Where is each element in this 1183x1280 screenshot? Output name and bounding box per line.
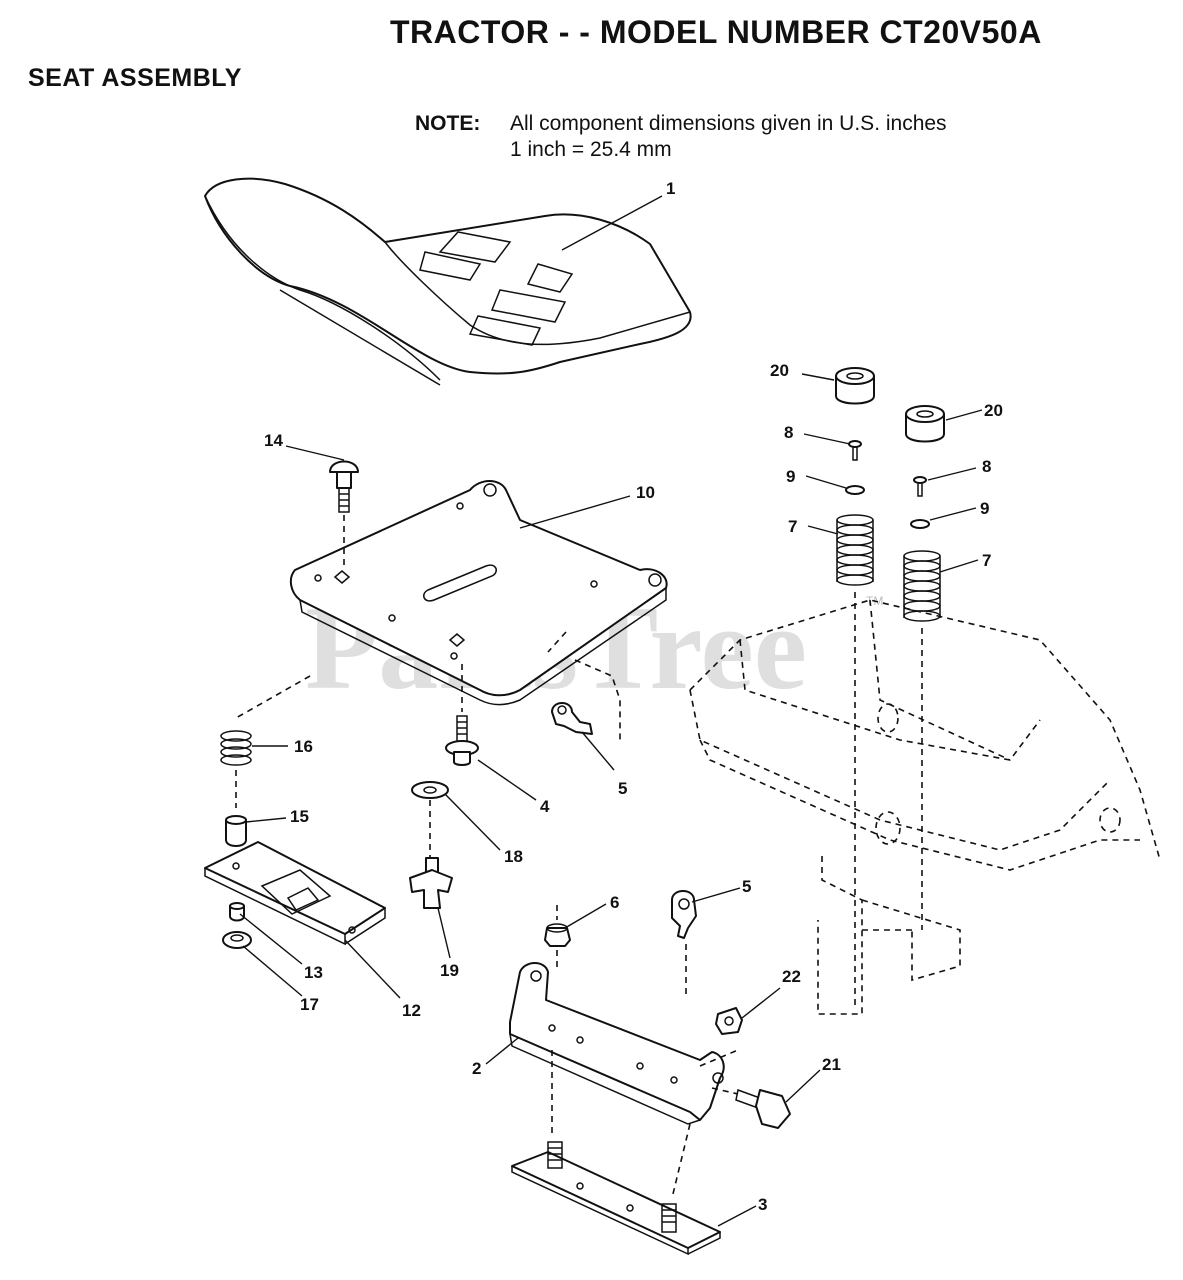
spacer-and-nut: [222, 902, 252, 949]
callout-17: 17: [300, 995, 319, 1014]
callout-9-left: 9: [786, 467, 795, 486]
callout-20-right: 20: [984, 401, 1003, 420]
callout-5-lower: 5: [742, 877, 751, 896]
spring-right: [903, 550, 941, 930]
washer-18: [411, 781, 449, 860]
callout-7-left: 7: [788, 517, 797, 536]
callout-5-upper: 5: [618, 779, 627, 798]
callout-22: 22: [782, 967, 801, 986]
leader-lines: [239, 195, 983, 1227]
section-title: SEAT ASSEMBLY: [28, 64, 242, 92]
slide-plate: [204, 841, 386, 946]
callout-1: 1: [666, 179, 675, 198]
tractor-frame-phantom: [689, 599, 1161, 1015]
knob: [409, 857, 453, 909]
callout-14: 14: [264, 431, 283, 450]
note-label: NOTE:: [415, 112, 481, 135]
callout-6: 6: [610, 893, 619, 912]
callout-2: 2: [472, 1059, 481, 1078]
page-title: TRACTOR - - MODEL NUMBER CT20V50A: [390, 14, 1042, 50]
callout-3: 3: [758, 1195, 767, 1214]
bottom-plate: [511, 1141, 721, 1256]
bolt-21: [711, 1087, 791, 1129]
callout-4: 4: [540, 797, 550, 816]
carriage-bolt: [329, 460, 359, 568]
seat-bracket: [509, 962, 739, 1199]
spacer-20-right: [905, 405, 945, 443]
note-line-2: 1 inch = 25.4 mm: [510, 138, 672, 161]
callout-8-right: 8: [982, 457, 991, 476]
pin-left: [845, 440, 865, 495]
callout-10: 10: [636, 483, 655, 502]
callout-15: 15: [290, 807, 309, 826]
spring-small: [220, 675, 311, 808]
pin-right: [910, 476, 930, 529]
seat: [204, 177, 692, 386]
clamp-upper: [547, 631, 621, 740]
callout-7-right: 7: [982, 551, 991, 570]
nut-6: [544, 905, 571, 968]
callout-8-left: 8: [784, 423, 793, 442]
note-line-1: All component dimensions given in U.S. i…: [510, 112, 947, 135]
nut-22: [715, 1007, 743, 1035]
seat-pan: [289, 480, 668, 706]
callout-16: 16: [294, 737, 313, 756]
spring-left: [836, 514, 874, 1010]
knob-bolt: [445, 664, 479, 766]
callout-12: 12: [402, 1001, 421, 1020]
bushing: [225, 815, 247, 847]
callout-19: 19: [440, 961, 459, 980]
callout-18: 18: [504, 847, 523, 866]
callout-9-right: 9: [980, 499, 989, 518]
spacer-20-left: [835, 367, 875, 405]
clamp-lower: [671, 890, 697, 998]
callout-13: 13: [304, 963, 323, 982]
callout-21: 21: [822, 1055, 841, 1074]
callout-20-left: 20: [770, 361, 789, 380]
